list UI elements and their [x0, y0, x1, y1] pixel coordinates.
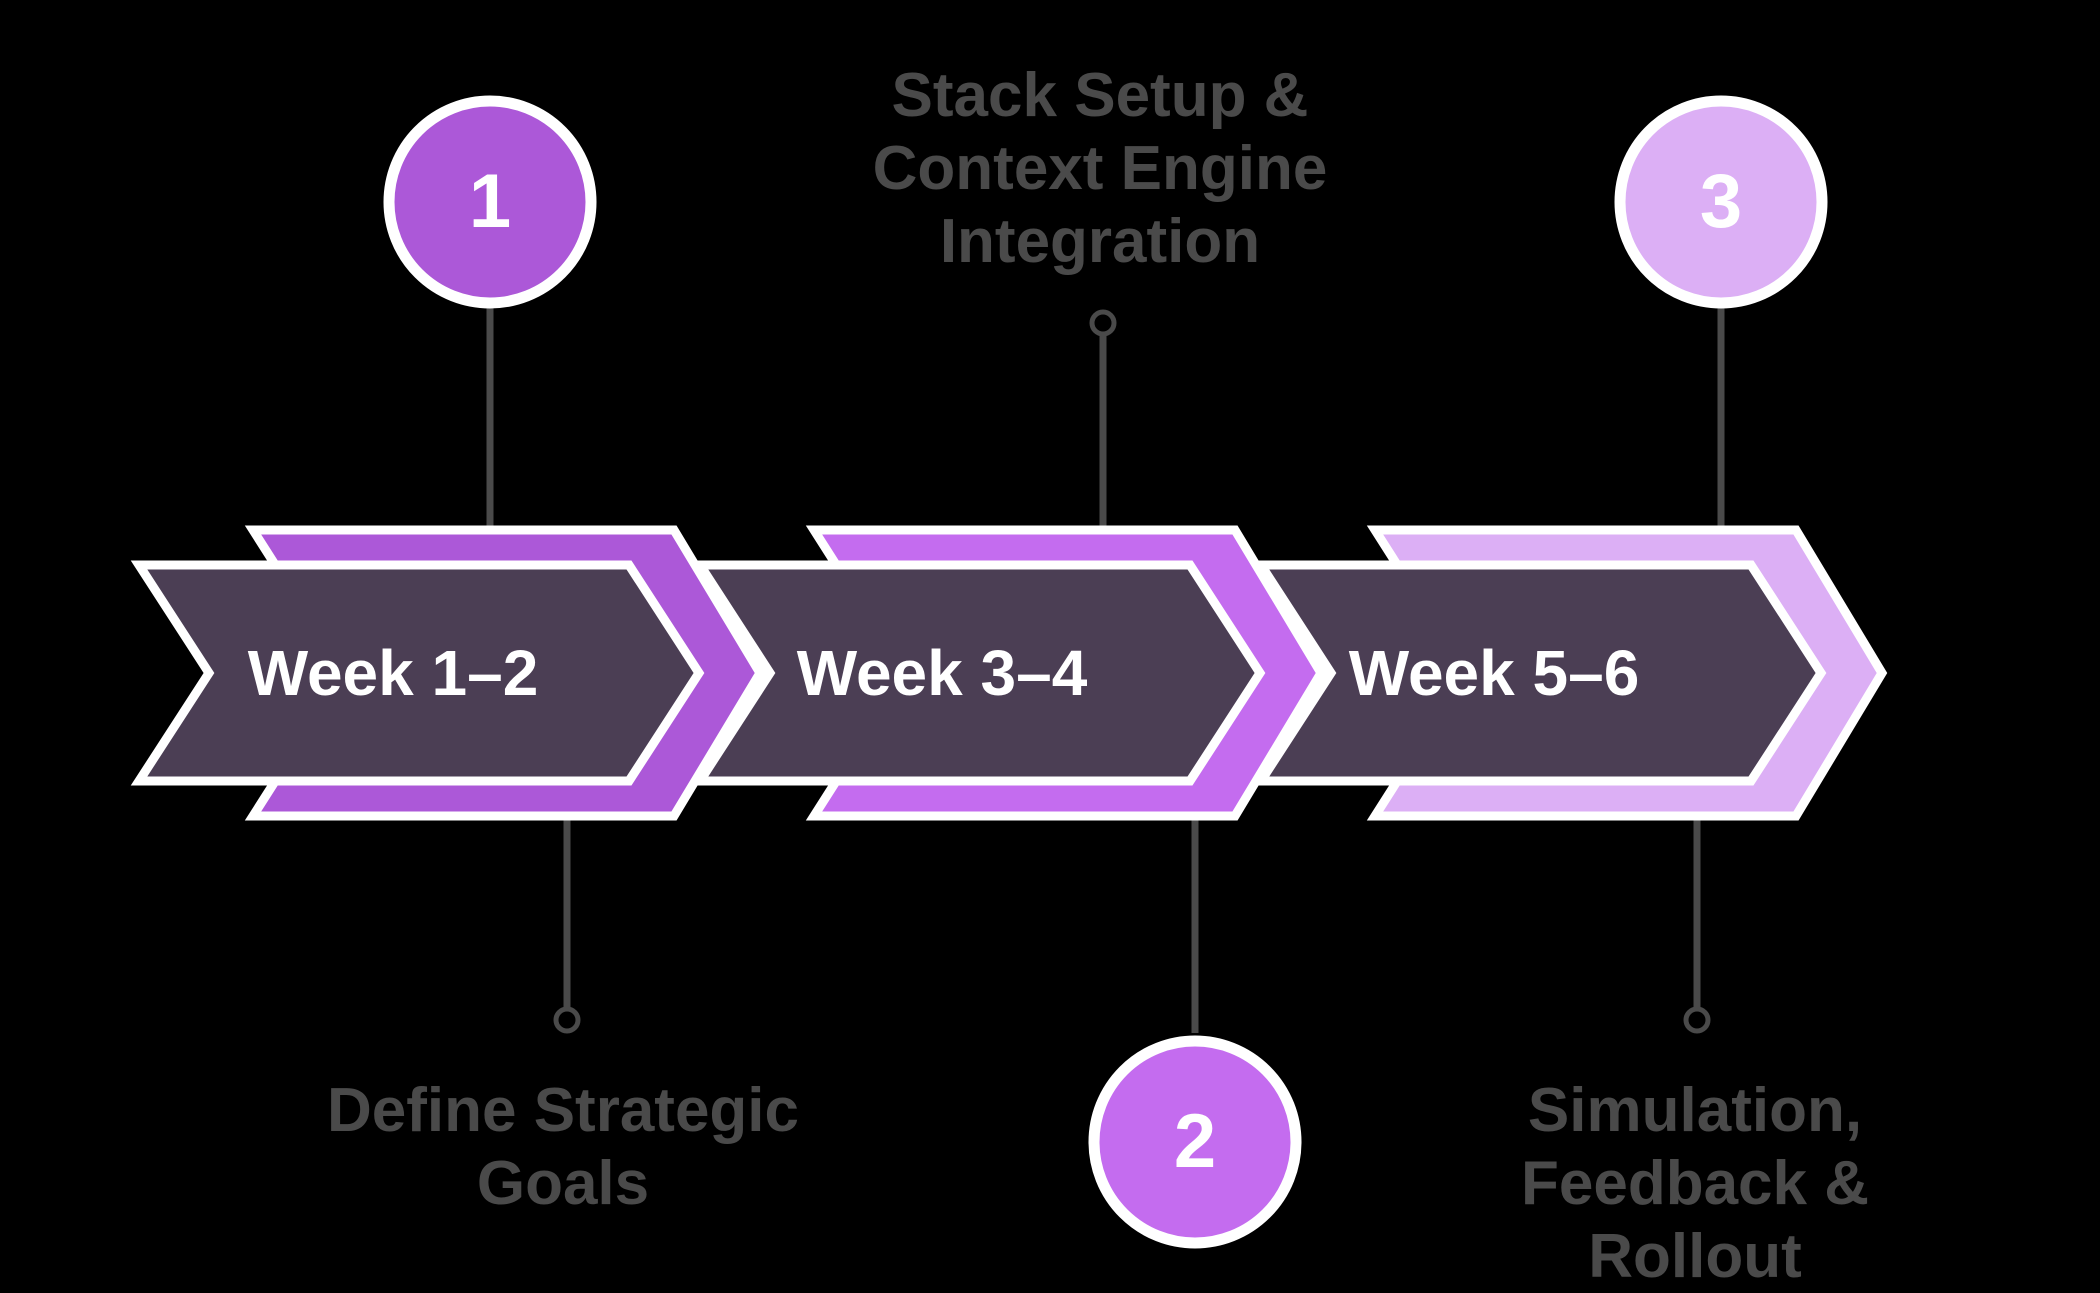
arrow-step-2: [691, 525, 1327, 821]
step-number-3: 3: [1699, 159, 1743, 244]
connector-dot-top: [1089, 309, 1117, 337]
week-label-step-1: Week 1–2: [247, 637, 539, 709]
step-number-2: 2: [1173, 1099, 1217, 1184]
arrow-step-3: [1252, 525, 1888, 821]
step-number-1: 1: [468, 159, 512, 244]
arrow-body-step-3: [1252, 560, 1827, 786]
step-circle-3: [1614, 95, 1828, 309]
annotation-step-2: Stack Setup & Context Engine Integration: [872, 61, 1328, 276]
arrow-body-step-1: [130, 560, 705, 786]
connector-dot-bottom-left: [553, 1006, 581, 1034]
step-circle-2: [1088, 1035, 1302, 1249]
arrow-body-step-2: [691, 560, 1266, 786]
annotation-step-3: Simulation, Feedback & Rollout: [1520, 1076, 1870, 1291]
step-circle-1: [383, 95, 597, 309]
week-label-step-2: Week 3–4: [796, 637, 1088, 709]
annotation-step-1: Define Strategic Goals: [326, 1076, 800, 1218]
week-label-step-3: Week 5–6: [1348, 637, 1640, 709]
connector-dot-bottom-right: [1683, 1006, 1711, 1034]
arrow-step-1: [130, 525, 766, 821]
